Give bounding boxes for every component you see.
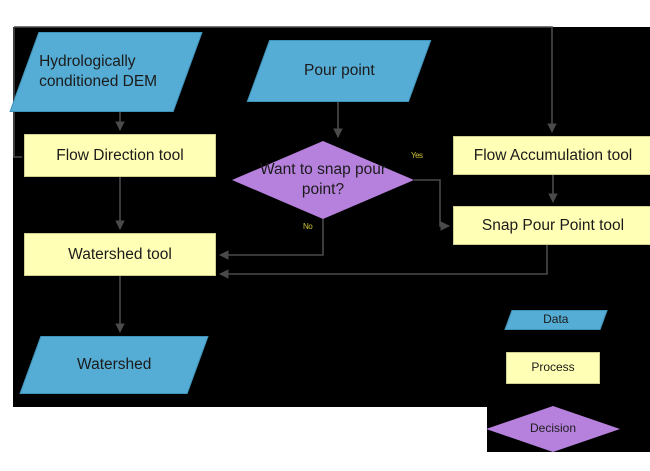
node-hydrologically-conditioned-dem[interactable]: Hydrologically conditioned DEM <box>9 32 203 112</box>
legend-label: Data <box>543 312 569 327</box>
node-label: Snap Pour Point tool <box>481 216 625 234</box>
legend-label: Decision <box>529 421 577 436</box>
legend-item-decision: Decision <box>486 406 620 452</box>
legend-item-data: Data <box>504 310 608 330</box>
node-want-to-snap-pour-point[interactable]: Want to snap pour point? <box>232 141 414 219</box>
node-watershed[interactable]: Watershed <box>19 336 209 394</box>
branch-label-yes: Yes <box>411 151 423 160</box>
node-pour-point[interactable]: Pour point <box>246 40 432 102</box>
legend-label: Process <box>531 360 575 375</box>
node-label: Flow Accumulation tool <box>473 146 633 164</box>
node-label: Watershed <box>76 356 152 374</box>
node-label: Want to snap pour point? <box>259 161 387 198</box>
node-flow-direction-tool[interactable]: Flow Direction tool <box>24 134 216 177</box>
node-flow-accumulation-tool[interactable]: Flow Accumulation tool <box>453 136 650 175</box>
legend-item-process: Process <box>506 352 600 384</box>
node-snap-pour-point-tool[interactable]: Snap Pour Point tool <box>453 206 650 245</box>
branch-label-no: No <box>303 222 313 231</box>
node-label: Hydrologically conditioned DEM <box>39 53 158 90</box>
node-watershed-tool[interactable]: Watershed tool <box>24 233 216 276</box>
node-label: Watershed tool <box>68 245 172 263</box>
node-label: Pour point <box>303 62 375 80</box>
node-label: Flow Direction tool <box>56 146 184 164</box>
